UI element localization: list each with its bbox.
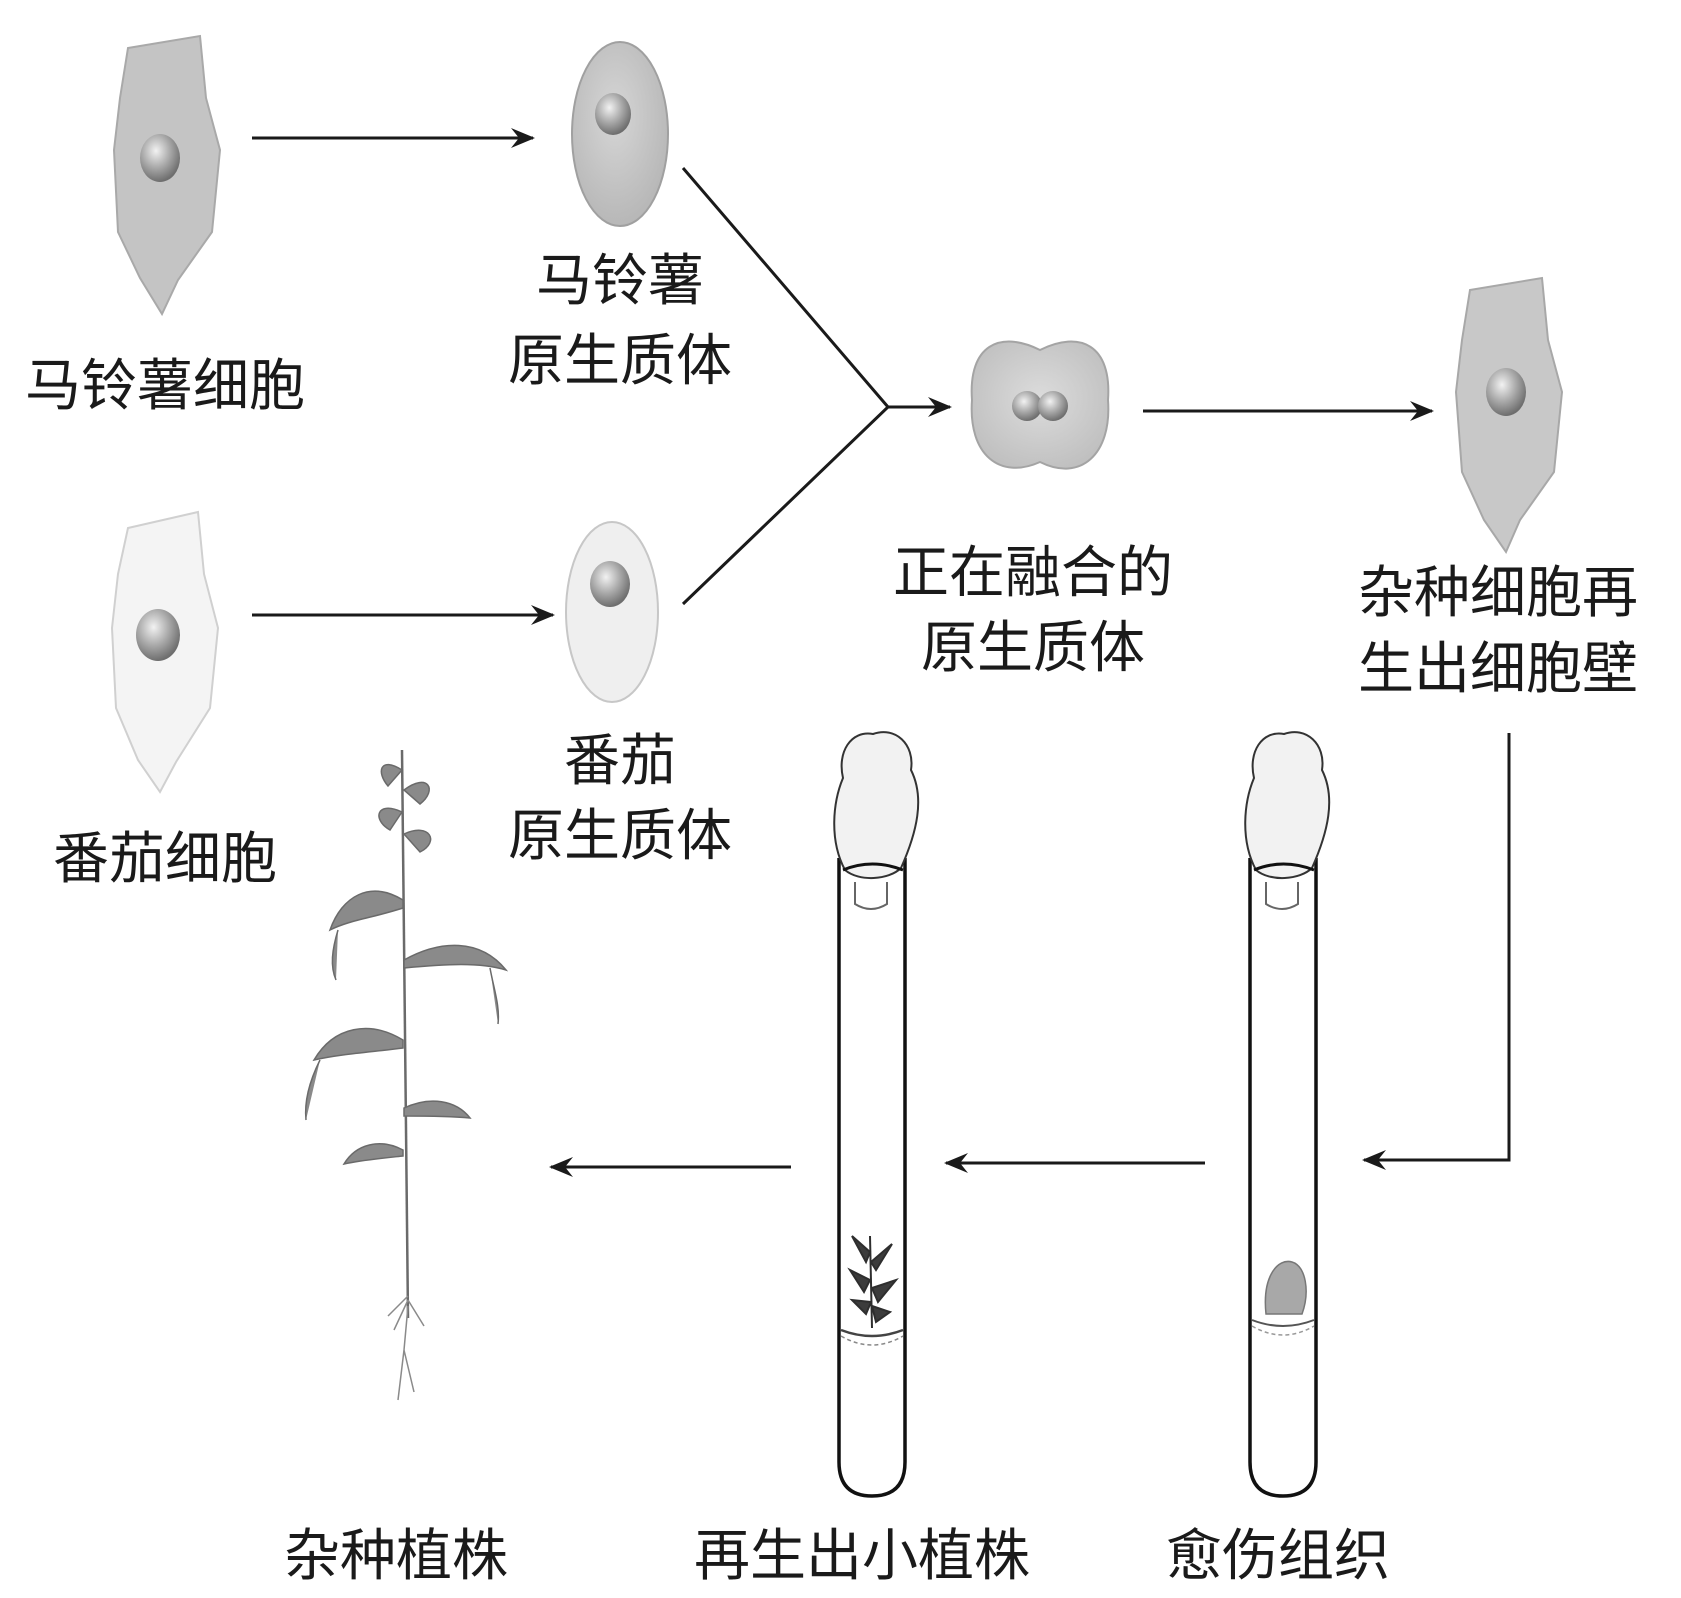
nucleus-icon: [595, 93, 631, 135]
test-tube-callus-icon: [1244, 731, 1331, 1498]
potato-protoplast-label-line2: 原生质体: [508, 329, 732, 394]
hybrid-cell-label-line2: 生出细胞壁: [1358, 637, 1638, 702]
hybrid-plant-label: 杂种植株: [284, 1524, 508, 1589]
tomato-cell-icon: [110, 510, 220, 794]
hybrid-plant-icon: [304, 749, 509, 1401]
test-tube-plantlet-icon: [833, 731, 920, 1498]
regenerated-plantlet-label: 再生出小植株: [694, 1524, 1030, 1589]
nucleus-icon: [590, 561, 630, 607]
nucleus-icon: [136, 609, 180, 661]
potato-protoplast-icon: [571, 41, 669, 227]
nucleus-icon: [140, 134, 180, 182]
potato-cell-icon: [112, 34, 222, 317]
plantlet-icon: [847, 1235, 899, 1329]
fusing-protoplasts-icon: [970, 340, 1110, 470]
arrow-hybrid-cell-to-callus: [1362, 733, 1511, 1170]
tomato-cell-label: 番茄细胞: [53, 827, 277, 892]
cotton-plug-icon: [1244, 731, 1331, 880]
cotton-plug-icon: [833, 731, 920, 880]
callus-label: 愈伤组织: [1166, 1524, 1390, 1589]
nucleus-icon: [1038, 391, 1068, 421]
fusing-protoplasts-label-line1: 正在融合的: [893, 541, 1173, 606]
tomato-protoplast-label-line1: 番茄: [564, 729, 676, 794]
fusing-protoplasts-label-line2: 原生质体: [921, 616, 1145, 681]
callus-icon: [1264, 1260, 1307, 1315]
potato-protoplast-label-line1: 马铃薯: [536, 249, 704, 314]
hybrid-cell-label-line1: 杂种细胞再: [1358, 561, 1638, 626]
nucleus-icon: [1012, 391, 1042, 421]
tomato-protoplast-icon: [565, 521, 659, 703]
potato-cell-label: 马铃薯细胞: [25, 354, 305, 419]
nucleus-icon: [1486, 368, 1526, 416]
hybrid-cell-icon: [1454, 276, 1564, 555]
tomato-protoplast-label-line2: 原生质体: [508, 804, 732, 869]
